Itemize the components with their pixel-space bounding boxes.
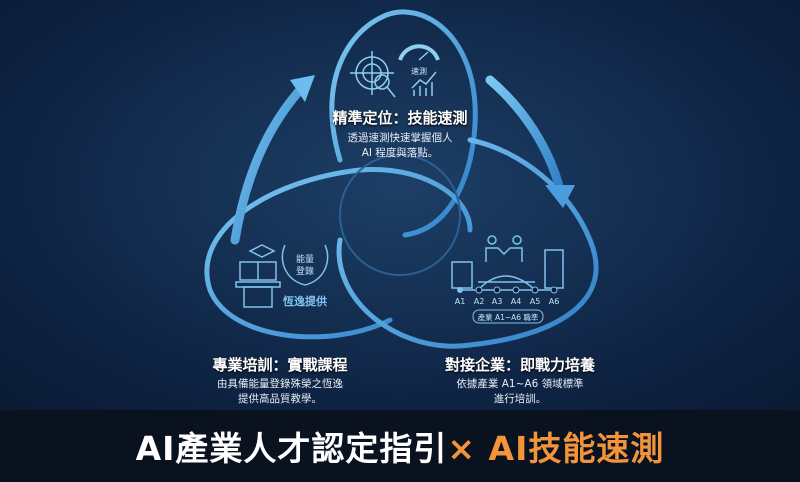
laurel-badge-icon — [281, 244, 329, 286]
banner-main-title: AI產業人才認定指引 — [135, 429, 448, 468]
provider-label: 恆逸提供 — [283, 294, 327, 308]
arrow-right-arc — [485, 75, 565, 195]
right-desc-line-2: 進行培訓。 — [493, 393, 547, 405]
graduation-book-icon — [235, 244, 281, 308]
center-circle — [339, 154, 461, 276]
left-title: 專業培訓：實戰課程 — [212, 356, 348, 374]
level-a4: A4 — [511, 297, 522, 306]
arrow-head-right — [545, 185, 575, 208]
right-desc-line-1: 依據產業 A1~A6 領域標準 — [456, 378, 584, 390]
top-desc-line-1: 透過速測快速掌握個人 — [347, 132, 453, 144]
handshake-icon — [485, 235, 523, 262]
level-a2: A2 — [474, 297, 485, 306]
level-a3: A3 — [492, 297, 503, 306]
network-background — [0, 0, 800, 410]
badge-line-2: 登錄 — [296, 265, 314, 277]
loop-left — [204, 166, 473, 340]
cycle-diagram: 速測 能量 登錄 恆逸提供 A1 A2 A3 A4 A5 A6 產業 A1~A6… — [204, 9, 599, 349]
target-brain-icon — [350, 51, 396, 98]
top-desc-line-2: AI 程度與落點。 — [361, 147, 439, 159]
speedometer-icon — [398, 44, 440, 61]
left-desc-line-1: 由具備能量登錄殊榮之恆逸 — [217, 378, 343, 390]
school-building-icon — [451, 261, 473, 289]
level-scale: A1 A2 A3 A4 A5 A6 產業 A1~A6 職準 — [455, 286, 560, 324]
level-a6: A6 — [549, 297, 560, 306]
left-desc-line-2: 提供高品質教學。 — [238, 393, 322, 405]
standard-label: 產業 A1~A6 職準 — [478, 312, 539, 322]
right-description: 依據產業 A1~A6 領域標準 進行培訓。 — [410, 377, 630, 407]
arrow-left-arc — [230, 85, 305, 245]
badge-line-1: 能量 — [296, 253, 314, 265]
loop-right — [336, 137, 599, 349]
growth-chart-icon — [411, 71, 437, 96]
right-title: 對接企業：即戰力培養 — [444, 356, 595, 374]
banner-accent-title: × AI技能速測 — [447, 429, 665, 468]
level-a5: A5 — [530, 297, 541, 306]
arrow-head-left — [290, 75, 315, 102]
left-description: 由具備能量登錄殊榮之恆逸 提供高品質教學。 — [170, 377, 390, 407]
level-a1: A1 — [455, 297, 466, 306]
top-title: 精準定位：技能速測 — [332, 109, 468, 127]
bridge-icon — [477, 275, 536, 291]
building-icon — [544, 249, 564, 289]
speed-test-icon-label: 速測 — [411, 66, 427, 76]
bottom-banner: AI產業人才認定指引 × AI技能速測 — [0, 410, 800, 482]
top-description: 透過速測快速掌握個人 AI 程度與落點。 — [300, 131, 500, 161]
